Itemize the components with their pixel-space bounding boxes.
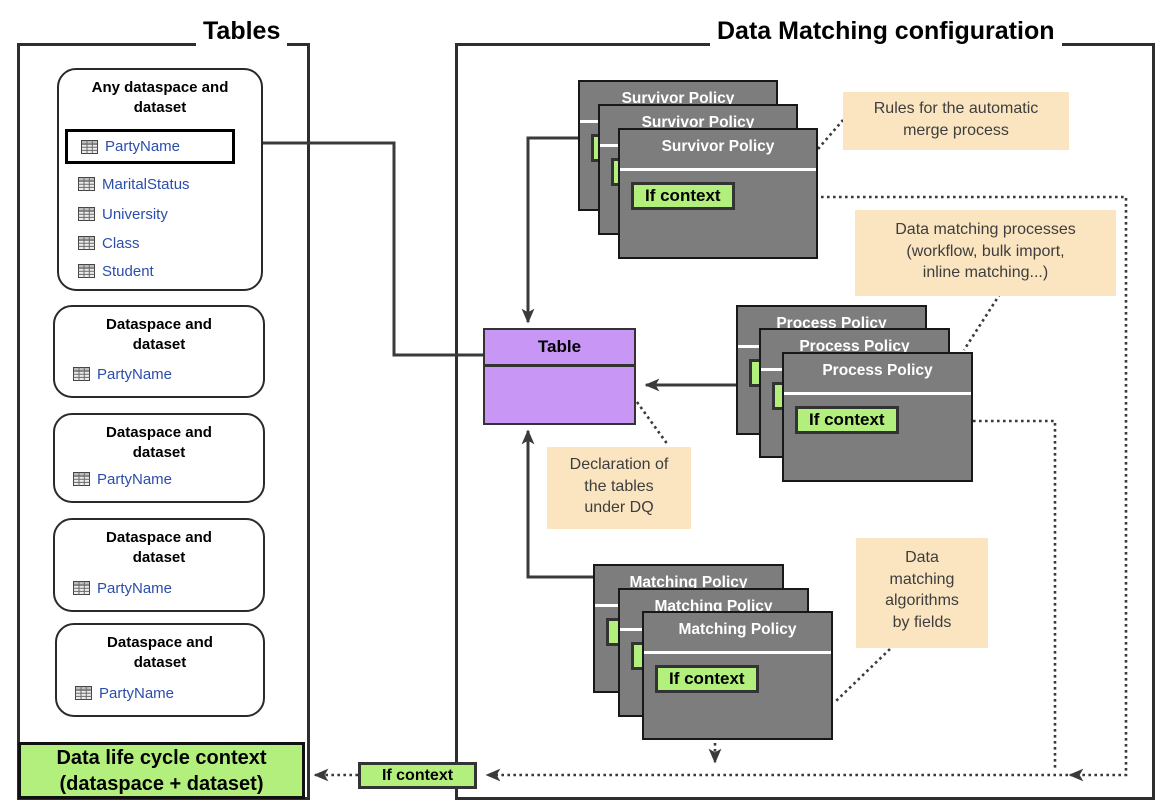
group-title-line: dataset (132, 549, 186, 567)
group-title-line: Dataspace and (106, 316, 212, 333)
table-row: Class (78, 230, 140, 256)
note-line: the tables (584, 477, 654, 495)
table-link[interactable]: MaritalStatus (102, 175, 190, 193)
dotted-processes-note-to-stack (962, 293, 1002, 351)
table-link[interactable]: Student (102, 262, 154, 280)
policy-title: Process Policy (799, 338, 910, 355)
note-matching-algorithms: Data matching algorithms by fields (856, 538, 988, 648)
table-row: PartyName (75, 680, 174, 706)
matching-policy-card-front: Matching Policy If context (642, 611, 833, 740)
note-line: inline matching...) (922, 264, 1049, 282)
note-data-matching-processes: Data matching processes (workflow, bulk … (855, 210, 1116, 296)
table-row: MaritalStatus (78, 171, 190, 197)
dotted-survivor-ifcontext (749, 195, 1128, 782)
arrow-matching-to-table (521, 429, 596, 579)
note-line: matching (889, 570, 955, 588)
dataspace-group-2: Dataspace and dataset PartyName (53, 413, 265, 503)
table-link[interactable]: PartyName (97, 579, 173, 597)
group-title: Any dataspace and dataset (59, 78, 261, 119)
policy-title: Matching Policy (629, 574, 748, 591)
table-entity-title: Table (485, 330, 634, 367)
policy-title: Survivor Policy (661, 138, 775, 155)
note-line: Data (905, 549, 939, 566)
policy-title: Survivor Policy (641, 114, 755, 131)
table-icon (78, 207, 95, 221)
group-title: Dataspace and dataset (55, 528, 263, 569)
note-line: Rules for the automatic (873, 100, 1039, 117)
separator (620, 168, 816, 171)
table-icon (78, 236, 95, 250)
table-link[interactable]: PartyName (99, 684, 175, 702)
separator (644, 651, 831, 654)
note-line: Declaration of (569, 456, 669, 473)
group-title-line: Dataspace and (106, 529, 212, 546)
table-icon (78, 264, 95, 278)
arrow-survivor-to-table (521, 136, 580, 324)
if-context-button[interactable]: If context (795, 406, 899, 434)
footer-line: Data life cycle context (56, 747, 267, 769)
group-title-line: dataset (133, 654, 187, 672)
partyname-highlight-box[interactable]: PartyName (65, 129, 235, 164)
any-dataspace-group: Any dataspace and dataset PartyName Mari… (57, 68, 263, 291)
if-context-button[interactable]: If context (631, 182, 735, 210)
footer-line: (dataspace + dataset) (59, 773, 264, 795)
table-icon (73, 581, 90, 595)
group-title-line: dataset (133, 99, 187, 117)
if-context-button[interactable]: If context (655, 665, 759, 693)
policy-title: Matching Policy (678, 621, 797, 638)
group-title: Dataspace and dataset (55, 423, 263, 464)
dataspace-group-1: Dataspace and dataset PartyName (53, 305, 265, 398)
dataspace-group-3: Dataspace and dataset PartyName (53, 518, 265, 612)
note-line: merge process (903, 121, 1009, 139)
table-icon (75, 686, 92, 700)
table-row: University (78, 201, 168, 227)
dotted-algorithms-note-to-stack (835, 648, 891, 702)
table-row: PartyName (73, 466, 172, 492)
tables-panel-title: Tables (196, 16, 288, 46)
group-title: Dataspace and dataset (55, 315, 263, 356)
group-title-line: dataset (132, 336, 186, 354)
table-row: PartyName (73, 361, 172, 387)
table-row: PartyName (73, 575, 172, 601)
note-line: by fields (892, 613, 952, 631)
table-link[interactable]: PartyName (105, 138, 181, 155)
process-policy-card-front: Process Policy If context (782, 352, 973, 482)
dotted-survivor-to-rules-note (817, 119, 844, 150)
table-icon (78, 177, 95, 191)
note-declaration-of-tables: Declaration of the tables under DQ (547, 447, 691, 529)
bottom-if-context-button[interactable]: If context (358, 762, 477, 789)
group-title-line: Any dataspace and (91, 79, 229, 96)
table-link[interactable]: Class (102, 234, 140, 252)
group-title-line: Dataspace and (106, 424, 212, 441)
policy-title: Process Policy (776, 315, 887, 332)
note-line: Data matching processes (895, 221, 1076, 238)
note-line: algorithms (885, 592, 959, 610)
dataspace-group-4: Dataspace and dataset PartyName (55, 623, 265, 717)
table-icon (81, 139, 98, 154)
policy-title: Matching Policy (654, 598, 773, 615)
dotted-table-to-declaration-note (635, 401, 670, 446)
policy-title: Survivor Policy (621, 90, 735, 107)
table-icon (73, 367, 90, 381)
data-matching-panel-title: Data Matching configuration (710, 16, 1062, 46)
group-title-line: dataset (132, 444, 186, 462)
note-line: under DQ (584, 499, 654, 517)
table-link[interactable]: PartyName (97, 365, 173, 383)
survivor-policy-card-front: Survivor Policy If context (618, 128, 818, 259)
table-link[interactable]: University (102, 205, 168, 223)
note-rules-for-merge: Rules for the automatic merge process (843, 92, 1069, 150)
table-entity-box: Table (483, 328, 636, 425)
data-lifecycle-context-box: Data life cycle context (dataspace + dat… (18, 742, 305, 799)
policy-title: Process Policy (822, 362, 933, 379)
arrow-table-to-partyname (234, 136, 486, 357)
table-icon (73, 472, 90, 486)
table-row: Student (78, 258, 154, 284)
group-title: Dataspace and dataset (57, 633, 263, 674)
table-link[interactable]: PartyName (97, 470, 173, 488)
group-title-line: Dataspace and (107, 634, 213, 651)
separator (784, 392, 971, 395)
note-line: (workflow, bulk import, (906, 242, 1065, 260)
